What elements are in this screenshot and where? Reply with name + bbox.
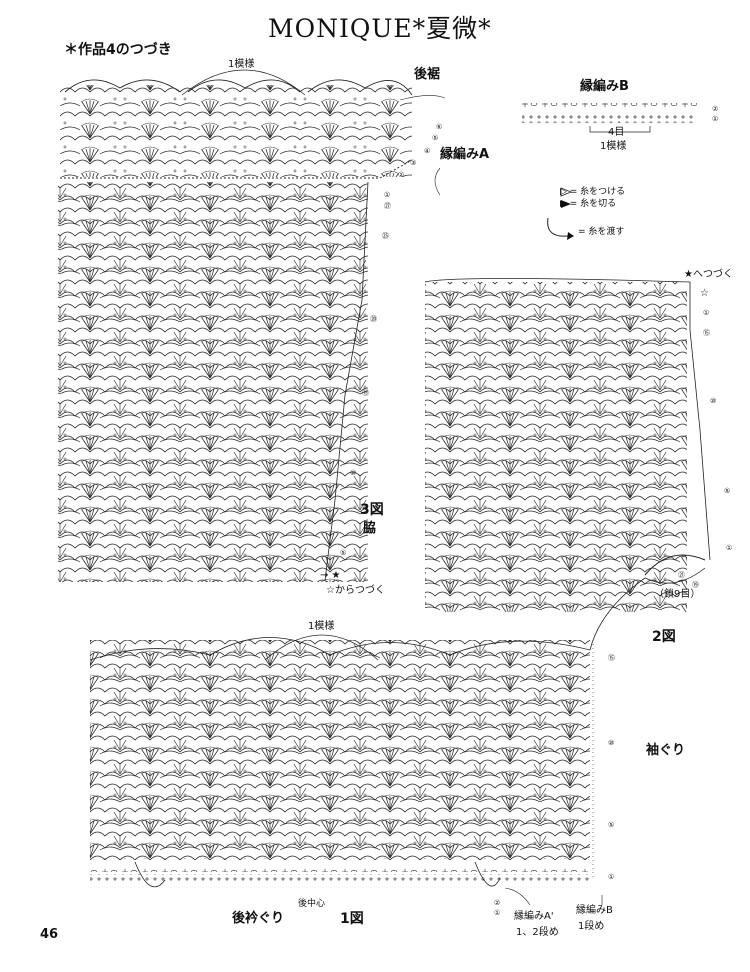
page-number: 46 xyxy=(40,927,59,942)
fig2-row-15: ⑮ xyxy=(703,329,710,337)
fig1-row-10: ⑩ xyxy=(608,739,615,747)
edge-b-bottom-row: 1段め xyxy=(578,921,605,932)
fig1-edge-rows xyxy=(90,858,590,882)
edge-a-label: 縁編みA xyxy=(440,147,490,162)
hem-row-3: ③ xyxy=(410,159,417,167)
hem-row-5: ⑤ xyxy=(432,134,439,142)
fig3-side-label: 脇 xyxy=(363,521,377,536)
fig2-star-hollow: ☆ xyxy=(700,288,709,299)
edge-b-row-2: ② xyxy=(712,105,719,113)
edge-a-prime-label: 縁編みA' xyxy=(514,911,554,922)
one-repeat-label-top: 1模様 xyxy=(228,59,255,70)
hem-row-2: ② xyxy=(398,171,405,179)
fig3-body xyxy=(58,181,369,582)
curved-arrow-icon xyxy=(547,217,569,237)
fig2-row-10: ⑩ xyxy=(710,397,717,405)
callout-lines xyxy=(399,95,603,906)
fig2-label: 2図 xyxy=(652,629,676,645)
fig2-row-21: ㉑ xyxy=(678,571,685,579)
fig3-arrow: → ★ xyxy=(320,570,341,581)
back-hem-border xyxy=(60,69,413,179)
back-neckline-label: 後衿ぐり xyxy=(232,911,285,926)
fig2-row-5: ⑤ xyxy=(724,487,731,495)
legend-cut: ▶ = 糸を切る xyxy=(560,199,617,209)
fig2-row-19: ⑲ xyxy=(692,581,699,589)
back-center-label: 後中心 xyxy=(298,899,326,909)
fig3-row-15: ⑮ xyxy=(362,389,369,397)
edge-b-label: 縁編みB xyxy=(580,79,629,94)
fig3-row-5: ⑤ xyxy=(340,549,347,557)
fig2-row-1-top: ① xyxy=(703,309,710,317)
fig3-label: 3図 xyxy=(360,502,384,518)
fig1-row-5: ⑤ xyxy=(608,821,615,829)
fig1-body xyxy=(89,577,646,888)
hem-row-1: ① xyxy=(384,191,391,199)
fig3-row-25: ㉕ xyxy=(382,232,389,240)
legend-attach: ▷ = 糸をつける xyxy=(560,187,626,197)
legend-icons xyxy=(547,187,574,240)
edge-b-sample xyxy=(522,103,697,133)
fig1-label: 1図 xyxy=(340,911,364,927)
filled-triangle-icon xyxy=(561,200,571,208)
fig2-row-1: ① xyxy=(726,544,733,552)
page-title: MONIQUE*夏微* xyxy=(268,14,492,43)
continuation-note: ＊作品4のつづき xyxy=(64,42,172,58)
edge-b-bottom-label: 縁編みB xyxy=(576,905,613,916)
hollow-triangle-icon xyxy=(560,187,573,197)
fig2-star-note: ★へつづく xyxy=(684,269,733,280)
fig1-row-15: ⑮ xyxy=(608,654,615,662)
fig1-bottom-row-2: ② xyxy=(494,899,501,907)
hem-row-4: ④ xyxy=(424,147,431,155)
fig2-body xyxy=(424,278,711,612)
edge-b-repeat-count: 4目 xyxy=(608,127,625,138)
edge-a-prime-rows: 1、2段め xyxy=(516,927,559,938)
legend-carry: = 糸を渡す xyxy=(578,227,625,237)
armhole-label: 袖ぐり xyxy=(646,743,686,758)
back-hem-label: 後裾 xyxy=(414,67,441,82)
fig1-bottom-row-1: ① xyxy=(494,909,501,917)
fig3-row-10: ⑩ xyxy=(350,469,357,477)
fig3-row-27: ㉗ xyxy=(384,202,391,210)
fig3-row-20: ⑳ xyxy=(370,315,377,323)
edge-b-repeat: 1模様 xyxy=(600,141,627,152)
fig1-row-1: ① xyxy=(608,873,615,881)
fig3-continue-note: ☆からつづく xyxy=(326,585,385,596)
chain-9-label: （鎖9目） xyxy=(654,589,701,600)
hem-row-6: ⑥ xyxy=(436,123,443,131)
one-repeat-label-fig1: 1模様 xyxy=(308,621,335,632)
edge-b-row-1: ① xyxy=(712,115,719,123)
